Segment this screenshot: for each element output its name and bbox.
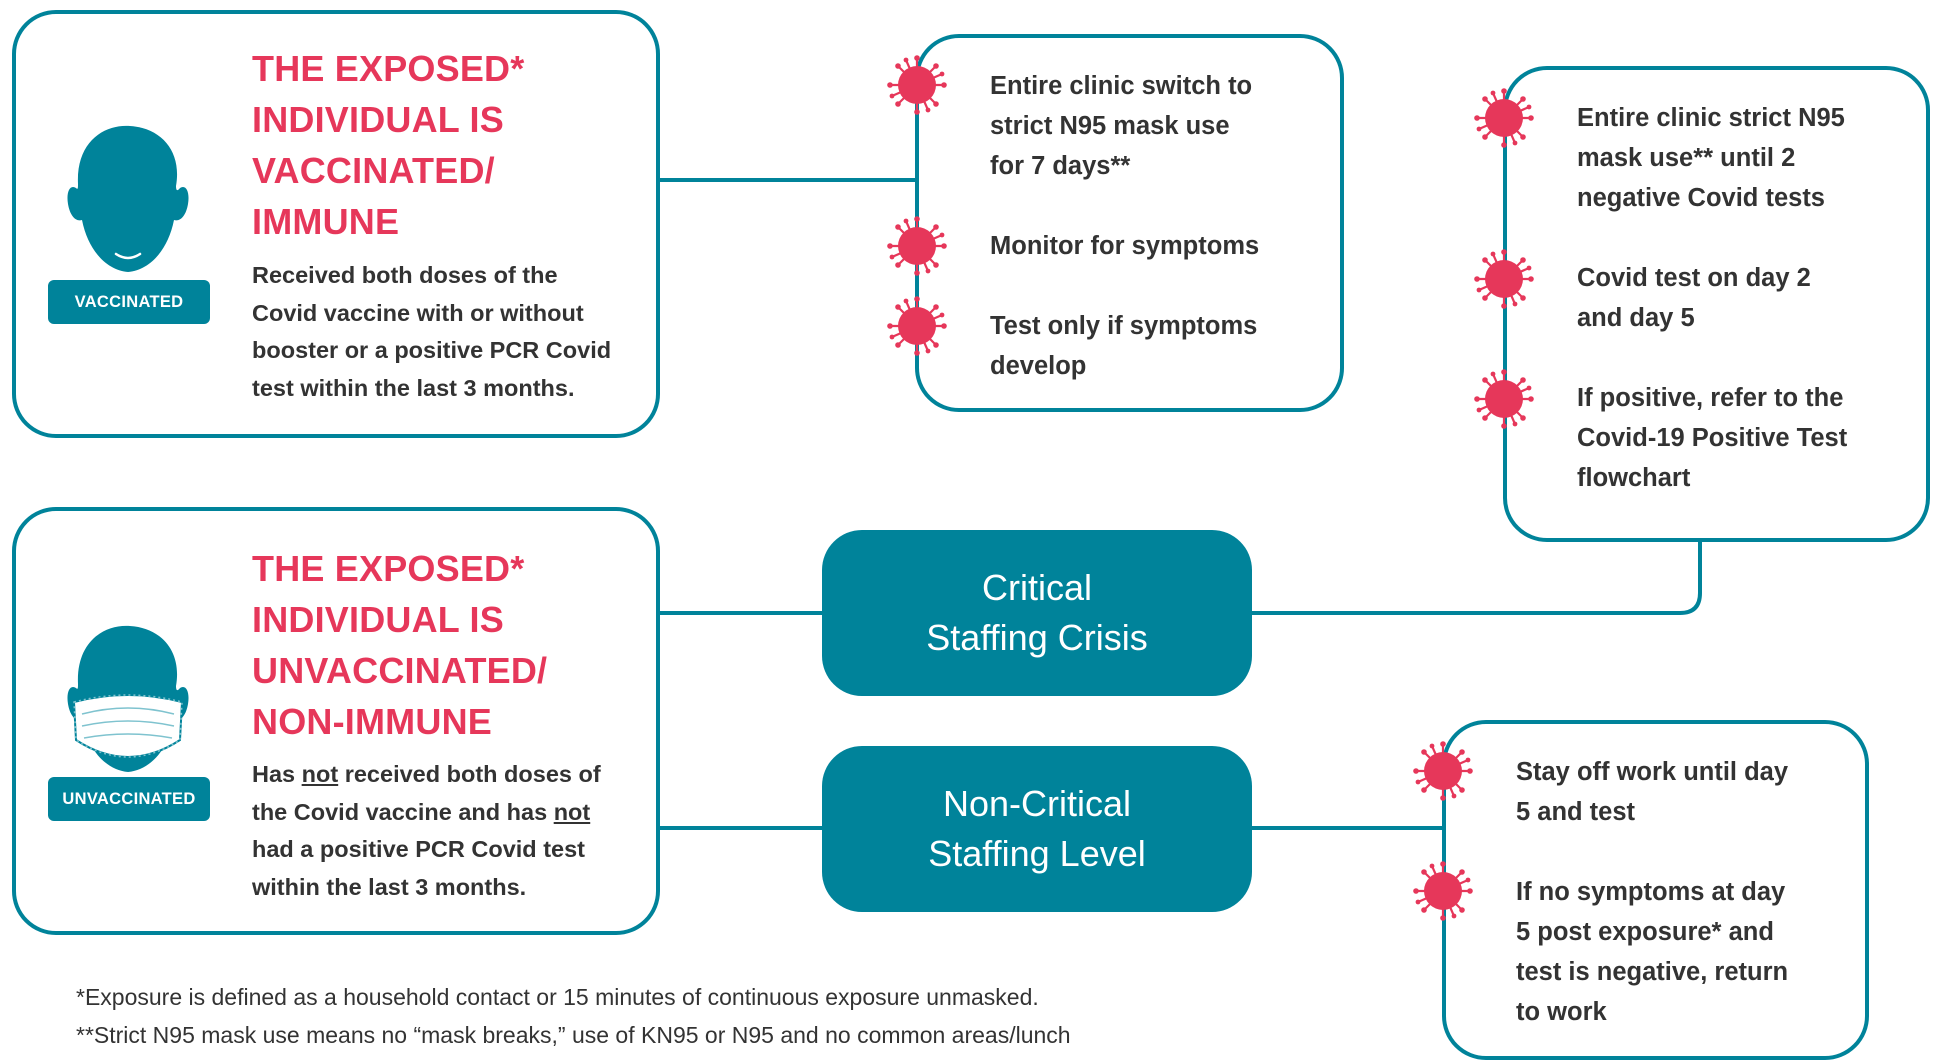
person-head-icon — [67, 125, 189, 273]
virus-icon — [886, 54, 948, 116]
noncritical-actions-box — [1442, 720, 1869, 1060]
vaccinated-action-item: Monitor for symptoms — [990, 232, 1260, 260]
virus-icon — [1412, 740, 1474, 802]
virus-icon — [1473, 248, 1535, 310]
footnote-strict-n95: **Strict N95 mask use means no “mask bre… — [76, 1022, 1071, 1048]
vaccinated-action-item: Entire clinic switch to strict N95 mask … — [990, 72, 1253, 180]
noncritical-action-item: If no symptoms at day 5 post exposure* a… — [1516, 878, 1789, 1026]
unvaccinated-description: Has not received both doses of the Covid… — [252, 761, 601, 900]
critical-action-item: Covid test on day 2 and day 5 — [1577, 264, 1811, 332]
critical-staffing-crisis-node: Critical Staffing Crisis — [822, 530, 1252, 696]
vaccinated-action-item: Test only if symptoms develop — [990, 312, 1258, 380]
critical-actions-box — [1503, 66, 1930, 542]
vaccinated-description: Received both doses of the Covid vaccine… — [252, 262, 612, 401]
virus-icon — [1412, 860, 1474, 922]
person-head-with-mask-icon — [67, 625, 189, 772]
unvaccinated-badge: UNVACCINATED — [48, 777, 210, 821]
virus-icon — [886, 215, 948, 277]
virus-icon — [886, 295, 948, 357]
footnote-exposure: *Exposure is defined as a household cont… — [76, 984, 1039, 1010]
critical-action-item: Entire clinic strict N95 mask use** unti… — [1577, 104, 1845, 212]
vaccinated-badge: VACCINATED — [48, 280, 210, 324]
unvaccinated-title: THE EXPOSED* INDIVIDUAL IS UNVACCINATED/… — [252, 548, 548, 742]
vaccinated-actions-box — [915, 34, 1344, 412]
connector-critical-to-actions — [1252, 542, 1702, 615]
noncritical-action-item: Stay off work until day 5 and test — [1516, 758, 1789, 826]
critical-action-item: If positive, refer to the Covid-19 Posit… — [1577, 384, 1848, 492]
virus-icon — [1473, 368, 1535, 430]
virus-icon — [1473, 87, 1535, 149]
noncritical-staffing-level-node: Non-Critical Staffing Level — [822, 746, 1252, 912]
vaccinated-title: THE EXPOSED* INDIVIDUAL IS VACCINATED/ I… — [252, 48, 525, 242]
